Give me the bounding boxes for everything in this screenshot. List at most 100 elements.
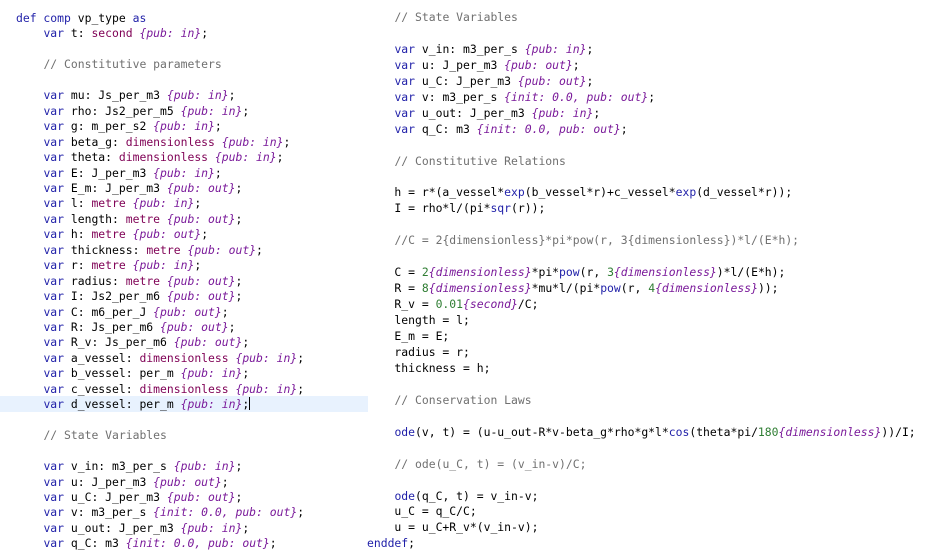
code-line[interactable] <box>366 376 947 392</box>
code-line[interactable]: var u: J_per_m3 {pub: out}; <box>0 474 368 490</box>
code-token: u_C: J_per_m3 <box>415 73 518 88</box>
code-token: cos <box>668 424 690 439</box>
code-line[interactable] <box>366 169 947 185</box>
code-editor-left-pane[interactable]: def comp vp_type as var t: second {pub: … <box>0 0 368 558</box>
code-line[interactable] <box>366 248 947 264</box>
code-line[interactable] <box>366 25 947 41</box>
code-line[interactable]: var u: J_per_m3 {pub: out}; <box>366 57 947 73</box>
code-line[interactable]: var rho: Js2_per_m5 {pub: in}; <box>0 103 368 119</box>
code-line[interactable]: var theta: dimensionless {pub: in}; <box>0 149 368 165</box>
code-token: {pub: out} <box>166 289 236 304</box>
code-token: E_m: J_per_m3 <box>64 180 167 195</box>
code-line[interactable]: // Conservation Laws <box>366 392 947 408</box>
code-line[interactable]: R_v = 0.01{second}/C; <box>366 296 947 312</box>
code-token <box>16 305 43 319</box>
code-line[interactable]: var u_out: J_per_m3 {pub: in}; <box>0 520 368 536</box>
code-token: radius: <box>64 273 126 288</box>
code-line[interactable]: var E: J_per_m3 {pub: in}; <box>0 165 368 181</box>
code-line[interactable]: var q_C: m3 {init: 0.0, pub: out}; <box>366 121 947 137</box>
code-token: ; <box>228 88 236 103</box>
code-line[interactable]: ode(v, t) = (u-u_out-R*v-beta_g*rho*g*l*… <box>366 424 947 440</box>
code-line[interactable]: I = rho*l/(pi*sqr(r)); <box>366 200 947 216</box>
code-line[interactable] <box>366 216 947 232</box>
code-line[interactable] <box>366 440 947 456</box>
code-line[interactable]: var l: metre {pub: in}; <box>0 195 368 211</box>
code-line[interactable] <box>0 41 368 57</box>
code-line[interactable]: // ode(u_C, t) = (v_in-v)/C; <box>366 456 947 472</box>
code-token: var <box>43 397 65 412</box>
code-token: ; <box>242 397 250 412</box>
code-line[interactable]: ode(q_C, t) = v_in-v; <box>366 488 947 504</box>
code-line[interactable]: var q_C: m3 {init: 0.0, pub: out}; <box>0 535 368 551</box>
code-line[interactable]: var R: Js_per_m6 {pub: out}; <box>0 319 368 335</box>
code-line[interactable]: radius = r; <box>366 344 947 360</box>
code-line[interactable]: var d_vessel: per_m {pub: in}; <box>0 396 368 413</box>
code-line[interactable]: var v: m3_per_s {init: 0.0, pub: out}; <box>366 89 947 105</box>
code-token: {dimensionless} <box>613 265 717 280</box>
code-line[interactable]: var mu: Js_per_m3 {pub: in}; <box>0 87 368 103</box>
code-token <box>16 243 43 257</box>
code-token: var <box>43 227 65 242</box>
code-line[interactable]: var v_in: m3_per_s {pub: in}; <box>0 458 368 474</box>
code-line[interactable]: C = 2{dimensionless}*pi*pow(r, 3{dimensi… <box>366 264 947 280</box>
code-token: {init: 0.0, pub: out} <box>125 536 270 551</box>
code-token: E_m = E; <box>367 329 450 343</box>
code-line[interactable]: var radius: metre {pub: out}; <box>0 273 368 289</box>
code-line[interactable]: var thickness: metre {pub: out}; <box>0 242 368 258</box>
code-line[interactable]: var u_out: J_per_m3 {pub: in}; <box>366 105 947 121</box>
code-line[interactable]: E_m = E; <box>366 328 947 344</box>
code-token: {pub: out} <box>504 57 573 72</box>
code-line[interactable]: // Constitutive parameters <box>0 56 368 72</box>
code-token: radius = r; <box>367 344 470 359</box>
code-line[interactable]: u = u_C+R_v*(v_in-v); <box>366 519 947 535</box>
code-token <box>367 58 394 72</box>
code-line[interactable]: var R_v: Js_per_m6 {pub: out}; <box>0 334 368 350</box>
code-token: g: m_per_s2 <box>64 119 154 134</box>
code-line[interactable]: var r: metre {pub: in}; <box>0 257 368 273</box>
code-line[interactable]: length = l; <box>366 312 947 328</box>
code-line[interactable]: u_C = q_C/C; <box>366 503 947 519</box>
code-line[interactable]: var c_vessel: dimensionless {pub: in}; <box>0 381 368 397</box>
code-token: ; <box>297 505 305 520</box>
code-line[interactable]: var v_in: m3_per_s {pub: in}; <box>366 41 947 57</box>
code-token: {pub: in} <box>132 196 195 211</box>
code-line[interactable]: h = r*(a_vessel*exp(b_vessel*r)+c_vessel… <box>366 184 947 200</box>
code-line[interactable] <box>366 408 947 424</box>
code-token <box>16 135 43 149</box>
code-token: {pub: in} <box>153 165 215 180</box>
code-token <box>367 90 394 104</box>
code-line[interactable]: thickness = h; <box>366 360 947 376</box>
code-line[interactable]: def comp vp_type as <box>0 10 368 26</box>
code-line[interactable]: // State Variables <box>0 427 368 443</box>
code-line[interactable]: var a_vessel: dimensionless {pub: in}; <box>0 350 368 366</box>
code-line[interactable]: var b_vessel: per_m {pub: in}; <box>0 365 368 381</box>
code-line[interactable] <box>0 412 368 428</box>
code-line[interactable]: var u_C: J_per_m3 {pub: out}; <box>0 489 368 505</box>
code-line[interactable]: var I: Js2_per_m6 {pub: out}; <box>0 288 368 304</box>
code-token: (b_vessel*r)+c_vessel* <box>524 185 676 200</box>
code-line[interactable] <box>366 472 947 488</box>
code-line[interactable]: var g: m_per_s2 {pub: in}; <box>0 118 368 134</box>
code-line[interactable] <box>0 443 368 459</box>
code-line[interactable]: R = 8{dimensionless}*mu*l/(pi*pow(r, 4{d… <box>366 280 947 296</box>
code-line[interactable] <box>366 137 947 153</box>
code-line[interactable]: //C = 2{dimensionless}*pi*pow(r, 3{dimen… <box>366 232 947 248</box>
code-token <box>16 196 43 210</box>
code-line[interactable] <box>0 72 368 88</box>
code-token: var <box>43 150 65 165</box>
code-line[interactable]: enddef; <box>366 535 947 551</box>
code-line[interactable]: var u_C: J_per_m3 {pub: out}; <box>366 73 947 89</box>
code-token <box>16 57 43 71</box>
code-line[interactable]: // Constitutive Relations <box>366 153 947 169</box>
code-line[interactable]: var E_m: J_per_m3 {pub: out}; <box>0 180 368 196</box>
code-editor-right-pane[interactable]: // State Variables var v_in: m3_per_s {p… <box>366 0 947 558</box>
code-line[interactable]: var length: metre {pub: out}; <box>0 211 368 227</box>
code-token: {pub: out} <box>517 73 587 88</box>
code-line[interactable]: var beta_g: dimensionless {pub: in}; <box>0 134 368 150</box>
code-line[interactable]: var C: m6_per_J {pub: out}; <box>0 304 368 320</box>
code-token: exp <box>675 185 697 200</box>
code-line[interactable]: var v: m3_per_s {init: 0.0, pub: out}; <box>0 504 368 520</box>
code-line[interactable]: var t: second {pub: in}; <box>0 25 368 41</box>
code-line[interactable]: // State Variables <box>366 9 947 25</box>
code-line[interactable]: var h: metre {pub: out}; <box>0 226 368 242</box>
